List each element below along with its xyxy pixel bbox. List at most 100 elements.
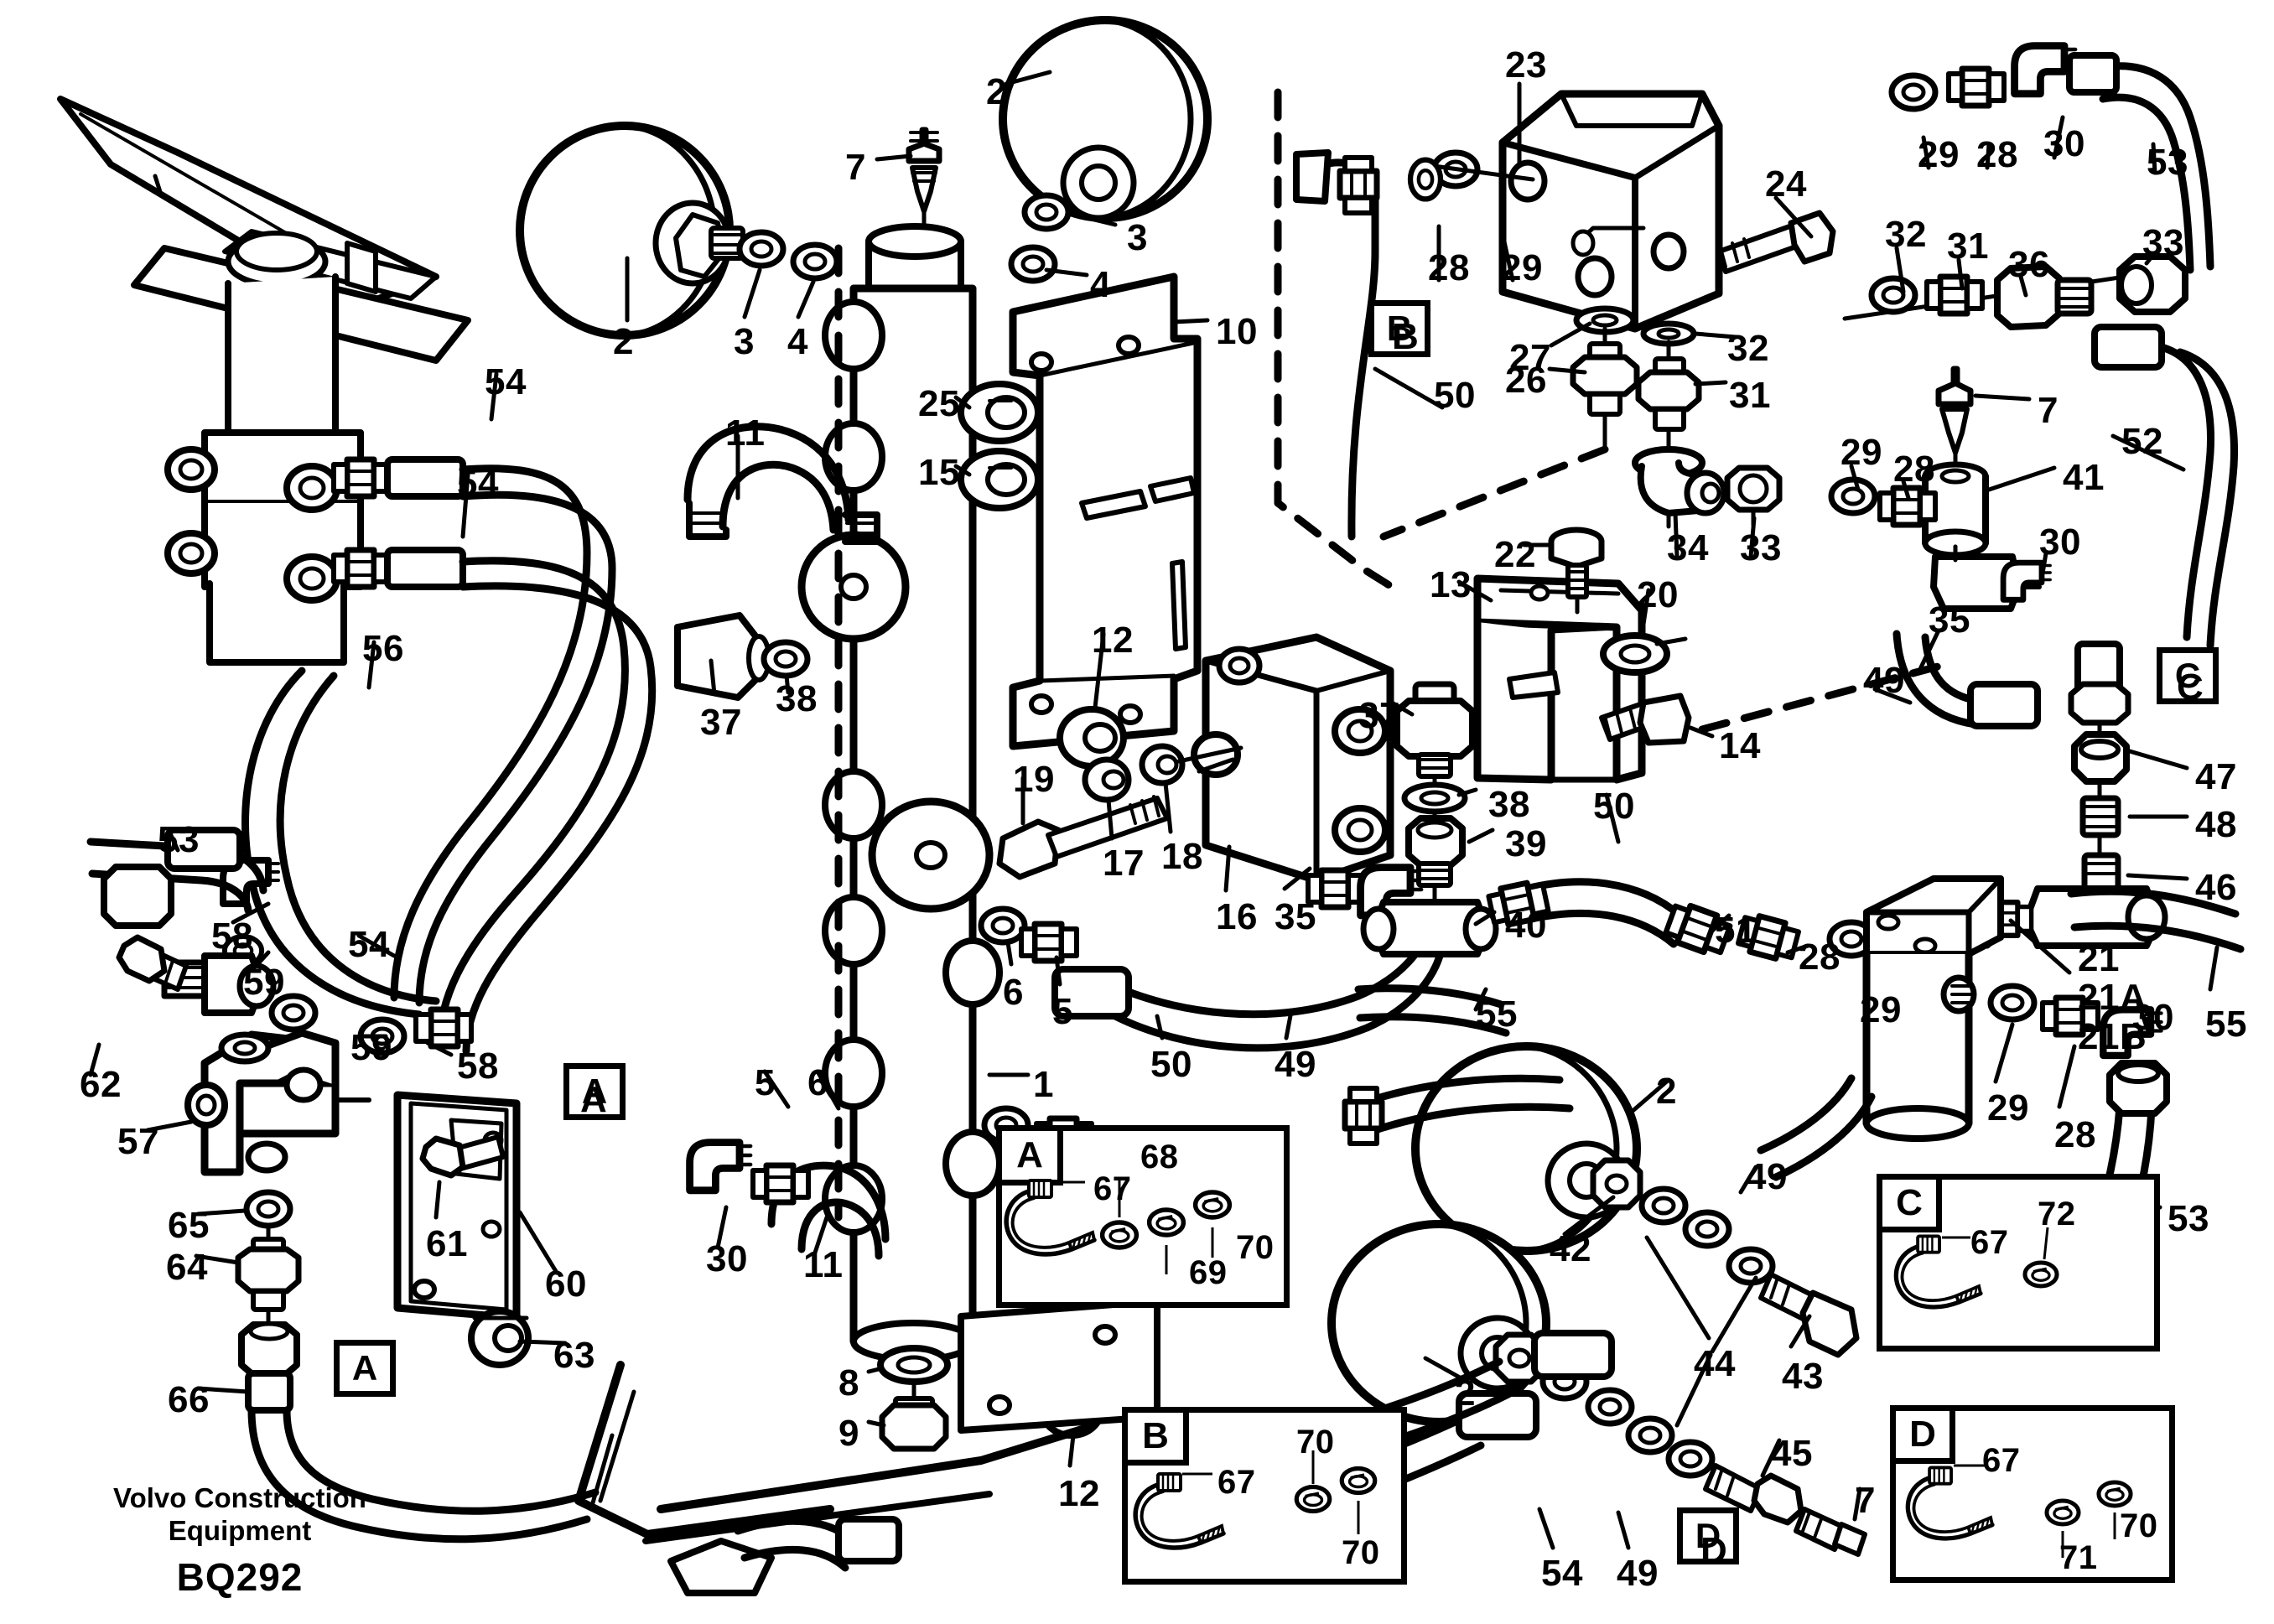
washer-18 — [1139, 743, 1186, 786]
callout-62: 62 — [80, 1064, 122, 1105]
callout-30: 30 — [2132, 997, 2174, 1038]
callout-44: 44 — [1694, 1343, 1736, 1384]
callout-43: 43 — [1782, 1356, 1824, 1397]
valve-block-16 — [1191, 633, 1394, 885]
callout-51: 51 — [1715, 910, 1757, 951]
hose-54-upper — [390, 464, 616, 1007]
mounting-plate-10 — [1009, 272, 1202, 750]
callout-35: 35 — [1275, 896, 1316, 937]
accumulator-2-top — [999, 16, 1212, 222]
callout-28: 28 — [1893, 449, 1935, 490]
callout-15: 15 — [918, 452, 960, 493]
hose-55-mid — [1354, 984, 1510, 1037]
callout-55: 55 — [2205, 1004, 2247, 1045]
inset-tag-b: B — [1122, 1407, 1189, 1466]
callout-5: 5 — [1052, 991, 1073, 1032]
tee-30-mid — [1930, 544, 2050, 612]
bolt-19 — [996, 795, 1170, 880]
callout-33: 33 — [2142, 222, 2184, 263]
callout-54: 54 — [485, 361, 527, 402]
callout-24: 24 — [1765, 163, 1807, 205]
inset-a-label-69: 69 — [1189, 1254, 1228, 1291]
callout-53: 53 — [2168, 1198, 2209, 1239]
ref-tag-a-left: A — [563, 1063, 626, 1120]
callout-7: 7 — [2038, 390, 2059, 431]
nut-33-a — [2116, 253, 2188, 315]
callout-25: 25 — [918, 383, 960, 424]
callout-7: 7 — [1855, 1480, 1876, 1521]
callout-57: 57 — [117, 1121, 159, 1162]
callout-6: 6 — [1003, 972, 1024, 1013]
callout-3: 3 — [1127, 217, 1148, 258]
hose-53-left — [86, 827, 267, 929]
callout-7: 7 — [845, 147, 866, 188]
leader-lines — [88, 70, 2219, 1550]
callout-21: 21 — [2078, 938, 2120, 979]
callout-58: 58 — [211, 916, 253, 957]
callout-61: 61 — [426, 1223, 468, 1264]
callout-54: 54 — [1541, 1553, 1583, 1594]
callout-13: 13 — [1430, 564, 1472, 605]
callout-11: 11 — [803, 1244, 844, 1285]
banjo-stack-upper — [1593, 1160, 1860, 1358]
callout-29: 29 — [1840, 432, 1882, 473]
callout-28: 28 — [1428, 247, 1470, 288]
bracket-plate-60 — [393, 1091, 521, 1322]
callout-40: 40 — [1505, 905, 1547, 946]
callout-2: 2 — [986, 71, 1007, 112]
callout-47: 47 — [2195, 756, 2237, 797]
callout-11: 11 — [725, 412, 766, 454]
callout-b: B — [1392, 316, 1420, 357]
inset-d-label-71: 71 — [2059, 1539, 2098, 1576]
hose-50-upper — [1293, 149, 1441, 541]
union-36 — [1994, 263, 2095, 330]
callout-45: 45 — [1771, 1433, 1813, 1474]
callout-17: 17 — [1103, 843, 1145, 884]
pressure-switch-21 — [1862, 875, 2004, 1142]
inset-d-label-70: 70 — [2120, 1507, 2158, 1544]
nut-9 — [879, 1381, 949, 1452]
hose-55-right — [2067, 887, 2245, 953]
fitting-5 — [1021, 924, 1077, 961]
machine-outline-bottom — [574, 1361, 1094, 1596]
callout-50: 50 — [1150, 1044, 1192, 1085]
callout-49: 49 — [1863, 660, 1905, 701]
callout-c: C — [2177, 667, 2204, 708]
callout-41: 41 — [2063, 457, 2105, 498]
hose-54-lower — [435, 557, 657, 1056]
callout-36: 36 — [2008, 244, 2050, 285]
spacer-25 — [958, 381, 1041, 444]
inset-c-label-67: 67 — [1970, 1224, 2009, 1261]
callout-30: 30 — [706, 1238, 748, 1279]
inset-a-label-67: 67 — [1093, 1170, 1132, 1207]
callout-52: 52 — [2121, 421, 2163, 462]
callout-3: 3 — [734, 321, 755, 362]
callout-14: 14 — [1719, 725, 1761, 766]
callout-d: D — [1700, 1530, 1728, 1571]
callout-54: 54 — [457, 463, 499, 504]
callout-60: 60 — [545, 1263, 587, 1305]
brand-block: Volvo Construction Equipment BQ292 — [80, 1482, 399, 1600]
callout-2: 2 — [1656, 1071, 1677, 1112]
callout-31: 31 — [1947, 226, 1989, 267]
callout-6: 6 — [807, 1062, 828, 1103]
callout-63: 63 — [553, 1335, 595, 1376]
callout-35: 35 — [1929, 599, 1970, 641]
callout-55: 55 — [1476, 994, 1518, 1035]
callout-21b: 21B — [2078, 1016, 2147, 1057]
callout-59: 59 — [350, 1027, 392, 1068]
callout-16: 16 — [1216, 896, 1258, 937]
ref-tag-c-right: C — [2157, 647, 2219, 704]
valve-housing-23 — [1498, 90, 1723, 333]
nut-63 — [468, 1308, 532, 1368]
bolt-24 — [1716, 210, 1836, 274]
callout-38: 38 — [776, 678, 818, 719]
callout-37: 37 — [700, 702, 742, 743]
callout-26: 26 — [1505, 360, 1547, 401]
callout-33: 33 — [1740, 527, 1782, 568]
callout-39: 39 — [1505, 823, 1547, 864]
callout-37: 37 — [1358, 695, 1400, 736]
accumulator-2-left — [516, 122, 745, 340]
inset-a-label-70: 70 — [1236, 1229, 1275, 1266]
